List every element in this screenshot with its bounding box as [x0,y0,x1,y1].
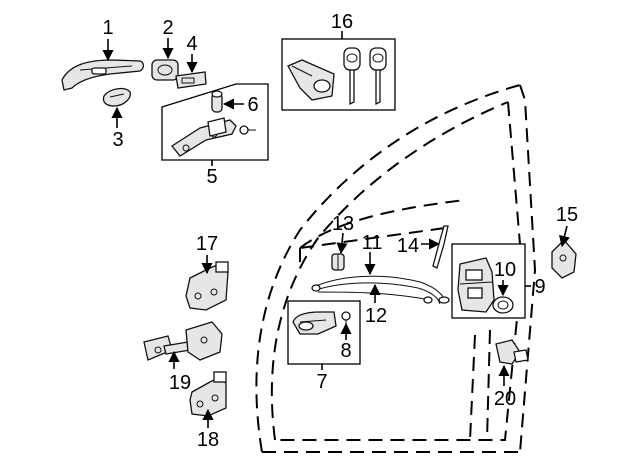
callout-12: 12 [365,305,387,327]
part-gasket [175,71,207,89]
part-cable-clip [331,253,345,271]
part-lower-hinge [189,371,227,417]
callout-19: 19 [169,372,191,394]
part-lock-cylinder-key-box [281,38,396,111]
callout-11: 11 [362,232,383,254]
part-outside-handle [61,59,145,91]
part-upper-hinge [185,261,229,311]
callout-10: 10 [494,259,516,281]
part-handle-frame-box [161,83,269,161]
part-door-switch [495,339,529,365]
callout-17: 17 [196,233,218,255]
part-striker [551,239,577,279]
callout-16: 16 [331,11,353,33]
callout-2: 2 [162,17,173,39]
callout-15: 15 [556,204,578,226]
callout-8: 8 [340,340,351,362]
callout-7: 7 [316,371,327,393]
callout-5: 5 [206,166,217,188]
callout-3: 3 [112,129,123,151]
callout-4: 4 [186,33,197,55]
callout-9: 9 [534,276,545,298]
part-handle-pad [102,87,131,107]
callout-labels: 1 2 3 4 5 6 7 8 9 10 11 12 13 14 15 16 1… [102,11,578,451]
callout-14: 14 [397,235,419,257]
callout-6: 6 [247,94,258,116]
door-outline [255,84,537,453]
callout-1: 1 [102,17,113,39]
part-lock-cables [311,275,450,305]
part-door-check [143,321,223,361]
part-handle-cover [151,59,179,81]
callout-13: 13 [332,213,354,235]
part-door-lock-box [451,243,526,319]
callout-18: 18 [197,429,219,451]
callout-20: 20 [494,388,516,410]
part-lock-rod [432,225,449,269]
